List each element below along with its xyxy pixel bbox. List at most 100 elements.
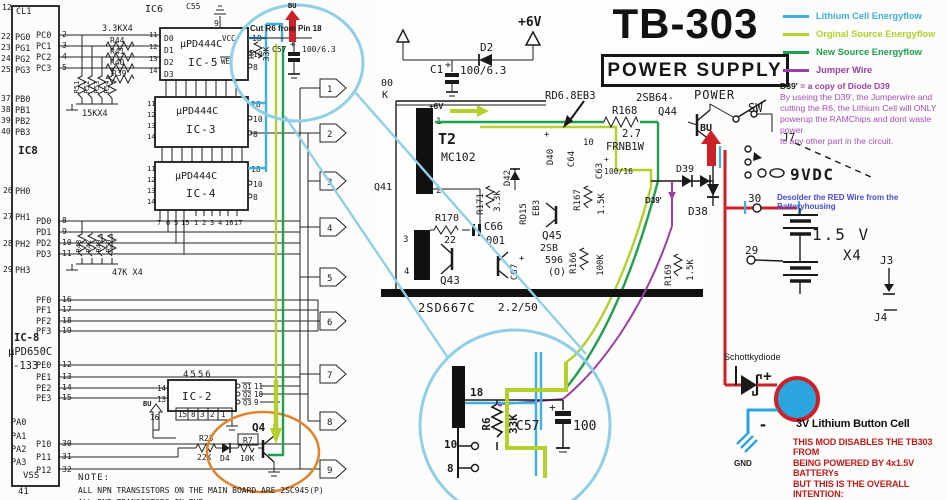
pin-num: 18 <box>251 100 261 109</box>
pin-label: PD1 <box>36 228 51 238</box>
note-line: By useing the D39', the Jumperwire and <box>780 92 933 102</box>
pin-label: PH0 <box>15 187 30 197</box>
pin-num: 12 <box>149 43 157 51</box>
pin-num: 13 <box>147 122 155 130</box>
warning-line: BEING POWERED BY 4x1.5V BATTERYs <box>793 457 915 479</box>
svg-text:1: 1 <box>327 85 332 95</box>
legend-label: Orginal Source Energyflow <box>816 29 936 39</box>
legend-swatch-new <box>783 50 809 54</box>
pin-num: 10 <box>253 115 263 124</box>
cap-value: 100/6.3 <box>302 45 336 54</box>
resistor-value: 2.7 <box>622 128 641 140</box>
pin-num: 26 <box>3 186 13 195</box>
resistor-ref: R6 <box>247 49 256 59</box>
resistor-ref: R50 <box>105 240 113 253</box>
pin-num: 23 <box>1 43 11 52</box>
power-supply-title-box: POWER SUPPLY <box>601 54 789 87</box>
pin-num: 12 <box>2 3 12 12</box>
chip-part: µPD650C <box>8 346 52 358</box>
pin-num: 27 <box>3 212 13 221</box>
resistor-value: 33K <box>507 414 520 434</box>
magnifier-callout <box>229 3 612 500</box>
pin-num: 14 <box>147 133 155 141</box>
mod-warning-text: THIS MOD DISABLES THE TB303 FROM BEING P… <box>793 437 946 500</box>
pin-label: CL1 <box>16 7 31 17</box>
zoom-source-circle <box>229 3 365 123</box>
bu-label: BU <box>700 123 712 134</box>
polarity: + <box>544 130 550 140</box>
clipped-label: K <box>382 90 388 101</box>
d39-prefix: D39' <box>780 81 801 91</box>
pin-label: PA0 <box>11 418 26 428</box>
board-connectors: 1 2 3 4 5 6 7 8 9 <box>319 78 347 479</box>
resistor-ref: R23 <box>199 434 214 443</box>
svg-text:7: 7 <box>157 219 161 227</box>
pin-num: 10 <box>253 180 263 189</box>
resistor-ref: R54 <box>103 81 111 94</box>
pin-label: P10 <box>36 440 51 450</box>
pin-label: PF3 <box>36 327 51 337</box>
pin-label: PG1 <box>15 44 30 54</box>
note-title: NOTE: <box>78 473 110 483</box>
note-block: NOTE: ALL NPN TRANSISTORS ON THE MAIN BO… <box>78 473 324 500</box>
pin-num: 40 <box>1 127 11 136</box>
resistor-ref: R53 <box>93 81 101 94</box>
pin-label: PH2 <box>15 240 30 250</box>
cap-ref: C63 <box>595 163 605 179</box>
resistor-value: 22K <box>197 453 212 462</box>
svg-text:15: 15 <box>181 219 189 227</box>
transistor-ref: Q44 <box>658 106 677 118</box>
pin-num: 14 <box>147 198 155 206</box>
pin-num: 8 <box>253 63 258 72</box>
zener-ref: RD6.8EB3 <box>545 90 596 102</box>
jack-label: 9VDC <box>790 165 835 184</box>
diode-ref: D40 <box>546 149 556 165</box>
plus-terminal: + <box>763 368 772 385</box>
zener-ref: RD15 <box>519 203 529 225</box>
chip-part: 4556 <box>183 370 213 380</box>
pin-num: 18 <box>251 165 261 174</box>
resistor-value: 47K X4 <box>112 268 143 278</box>
terminal-num: 29 <box>745 244 758 257</box>
cut-r6-note: Cut R6 from Pin 18 <box>250 24 322 33</box>
note-line: ALL NPN TRANSISTORS ON THE MAIN BOARD AR… <box>78 486 324 495</box>
transistor-part: 596 <box>545 255 563 266</box>
pin-num: 24 <box>1 54 11 63</box>
resistor-groups: 3.3KX4 R44 R41 R40 R39 R51 R52 R53 R54 1… <box>73 24 143 278</box>
pin-label: PF1 <box>36 306 51 316</box>
minus-terminal: - <box>760 414 766 434</box>
pin-label: D3 <box>164 70 174 79</box>
legend-swatch-original <box>783 32 809 36</box>
resistor-ref: R166 <box>569 252 579 274</box>
svg-text:2: 2 <box>327 130 332 140</box>
pin-label: PG3 <box>15 66 30 76</box>
lithium-cell-icon <box>774 376 820 422</box>
legend-item: Jumper Wire <box>783 61 935 79</box>
pin-label: PB0 <box>15 95 30 105</box>
pin-label: VSS <box>23 471 39 481</box>
pin-num: 2 <box>436 186 441 196</box>
pin-label: PC0 <box>36 31 51 41</box>
flow-arrow-icon <box>477 105 489 117</box>
pin-num: 1 <box>221 410 226 419</box>
pin-label: P12 <box>36 466 51 476</box>
legend-label: New Source Energyflow <box>816 47 922 57</box>
pin-num: 22 <box>1 32 11 41</box>
d39-rest: = a copy of Diode D39 <box>800 81 890 91</box>
bu-label: BU <box>288 2 296 10</box>
zoom-magnified-circle <box>418 328 612 500</box>
resistor-value: 3.3K <box>493 190 503 212</box>
chip-name: IC-2 <box>182 390 213 403</box>
pin-label: PD0 <box>36 217 51 227</box>
bu-red-arrow-icon <box>701 130 721 166</box>
legend-item: New Source Energyflow <box>783 43 935 61</box>
page-title: TB-303 <box>612 0 759 47</box>
psu-top: 00 K Q41 +6V D2 C1 + 100/6.3 <box>374 15 546 289</box>
pin-num: 14 <box>149 67 157 75</box>
pin-num: 4 <box>404 267 409 277</box>
polarity: + <box>445 60 451 71</box>
magnified-detail: 18 10 8 R6 33K C57 + 100 <box>444 352 596 478</box>
battery-count: X4 <box>843 248 862 264</box>
schottky-diode-icon <box>741 375 757 395</box>
